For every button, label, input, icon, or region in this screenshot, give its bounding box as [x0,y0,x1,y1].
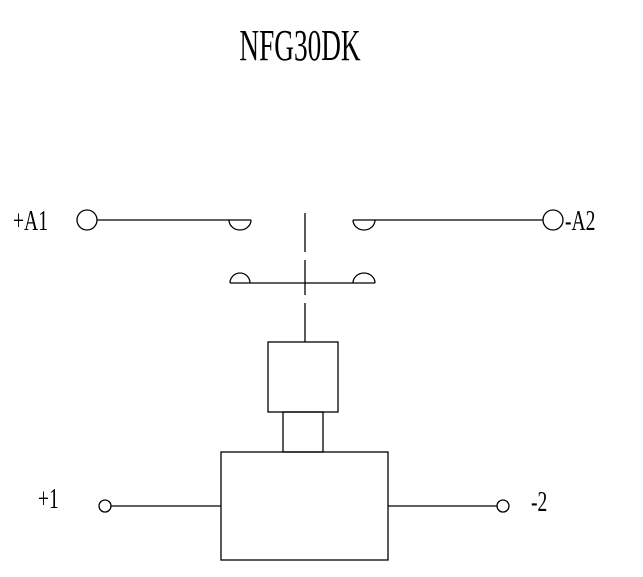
label-1: +1 [38,484,59,515]
contact-right-lower [352,272,376,284]
terminal-a2 [542,209,564,231]
coil-stem [282,411,324,453]
diagram-title: NFG30DK [239,20,361,69]
coil-main-box [220,451,389,561]
label-2: -2 [531,487,547,518]
terminal-a1 [76,209,98,231]
contact-left-upper [228,219,252,231]
terminal-2 [496,499,510,513]
label-a1: +A1 [13,206,48,237]
terminal-1 [98,499,112,513]
label-a2: -A2 [565,206,595,237]
contact-right-upper [352,219,376,231]
coil-upper-box [267,341,339,413]
contact-left-lower [229,272,251,284]
